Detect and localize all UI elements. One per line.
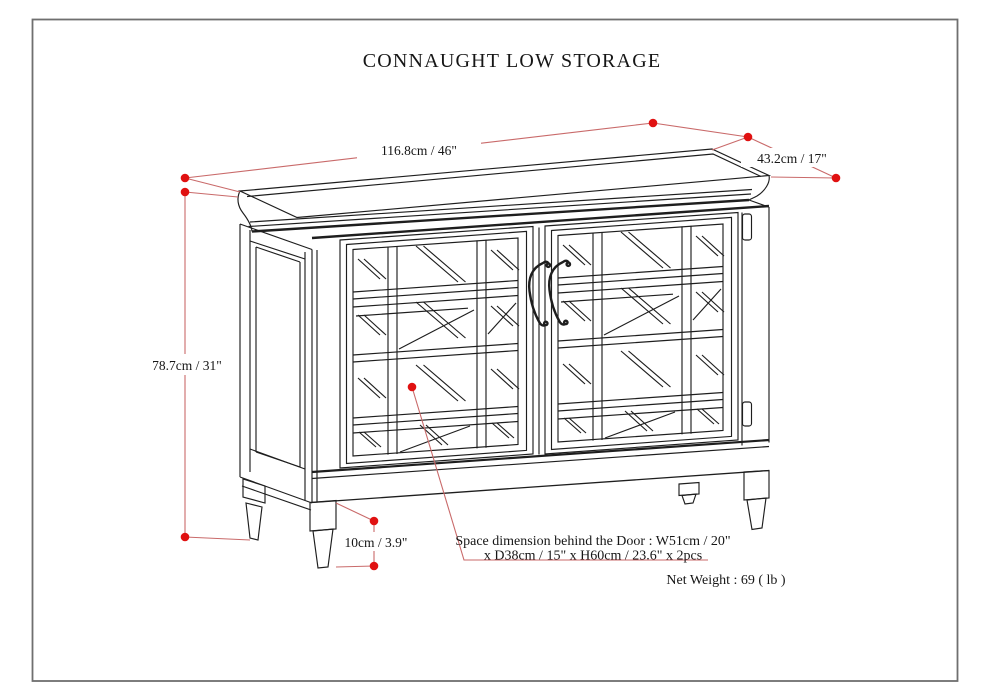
dimension-width [180,118,749,193]
front-left-leg-block [309,499,337,532]
label-backdrop [741,148,841,167]
width-dimension-label: 116.8cm / 46" [381,143,457,158]
dimension-endpoint-dot [648,118,658,128]
page-title: CONNAUGHT LOW STORAGE [363,50,662,72]
door-handles [527,259,572,327]
dimension-endpoint-dot [369,516,379,526]
label-backdrop [141,354,233,375]
dimension-endpoint-dot [743,132,753,142]
back-right-leg-taper [681,493,697,505]
front-right-leg-taper [746,497,767,531]
label-backdrop [357,140,481,159]
cabinet-body-frame [311,204,770,504]
back-right-leg-stub [678,481,700,497]
left-door [340,227,533,469]
hinge-bottom [741,401,753,427]
page-border [31,18,959,682]
space-note-line2: x D38cm / 15" x H60cm / 23.6" x 2pcs [484,549,702,564]
cabinet-line-art [237,148,772,569]
cabinet-legs [242,469,770,569]
hinge-top [741,213,753,241]
front-right-leg-block [743,469,770,501]
space-note-leader [407,382,708,561]
dimension-endpoint-dot [180,532,190,542]
depth-dimension-label: 43.2cm / 17" [757,151,827,166]
back-left-leg-taper [245,502,263,541]
height-dimension-label: 78.7cm / 31" [152,358,222,373]
cabinet-top-slab [237,148,772,233]
front-left-leg-taper [312,528,334,569]
dimension-endpoint-dot [831,173,841,183]
dimension-endpoint-dot [180,187,190,197]
space-note-line1: Space dimension behind the Door : W51cm … [455,534,730,549]
back-left-leg-block [242,478,266,504]
dimension-endpoint-dot [180,173,190,183]
leader-dot [407,382,417,392]
label-backdrop [341,532,411,551]
door-hinges [741,213,753,427]
cabinet-left-side-panel [239,223,313,511]
leg-height-dimension-label: 10cm / 3.9" [345,535,408,550]
net-weight-label: Net Weight : 69 ( lb ) [666,573,785,588]
right-door [545,213,738,455]
dimension-endpoint-dot [369,561,379,571]
